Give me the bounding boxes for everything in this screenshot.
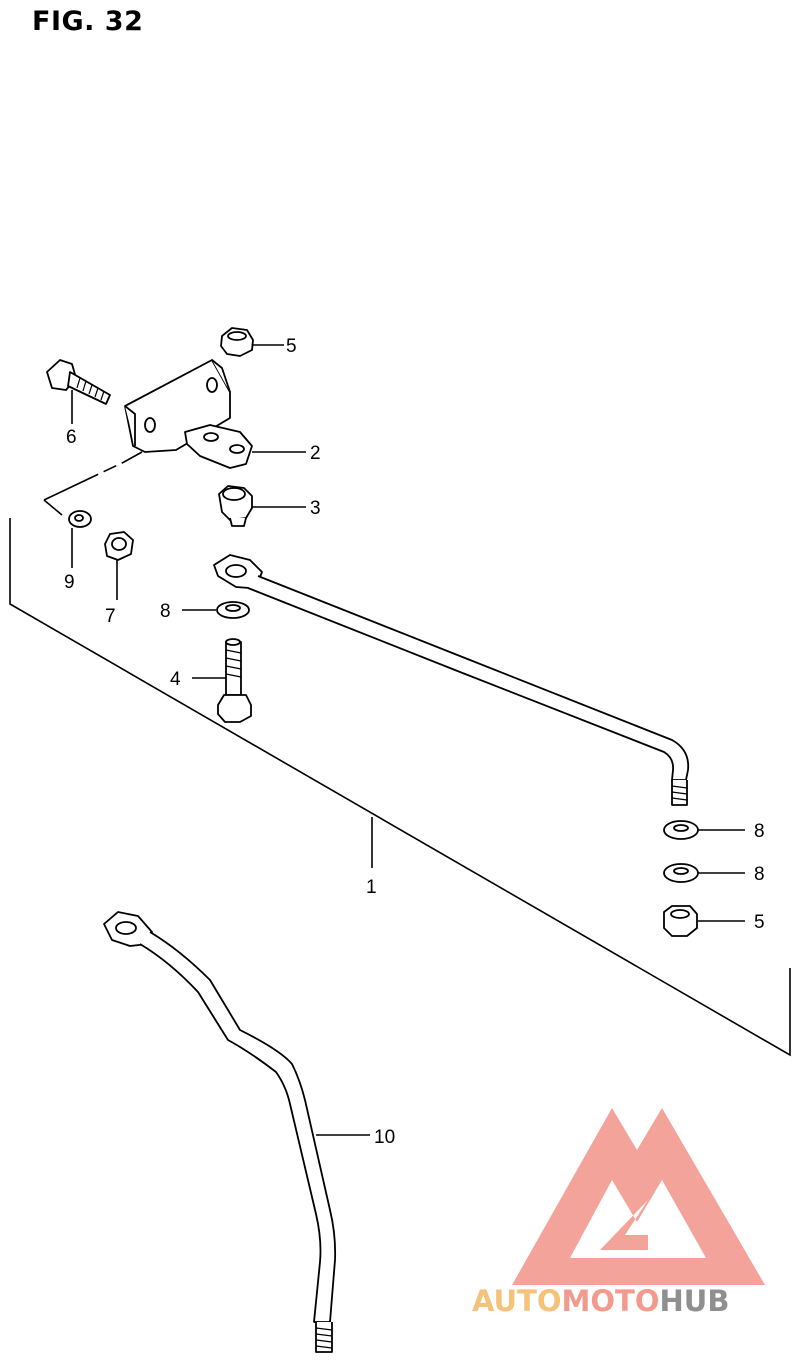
nut-bottom-part (663, 905, 698, 937)
label-part-9: 9 (64, 572, 75, 593)
leader-lines (71, 344, 745, 1136)
washer-8-right-top-part (663, 820, 699, 840)
watermark-moto: MOTO (562, 1284, 660, 1318)
label-part-2: 2 (310, 443, 321, 464)
watermark-hub: HUB (660, 1284, 730, 1318)
label-part-8-left: 8 (160, 601, 171, 622)
label-part-8-right-top: 8 (754, 821, 765, 842)
washer-8-right-bottom-part (663, 863, 699, 883)
label-part-7: 7 (105, 606, 116, 627)
label-part-5-top: 5 (286, 336, 297, 357)
label-part-4: 4 (170, 669, 181, 690)
washer-9-part (68, 510, 92, 528)
rod-10-part (103, 911, 337, 1353)
watermark-auto: AUTO (472, 1284, 562, 1318)
washer-8-left-part (216, 601, 250, 619)
bolt-4-part (217, 638, 252, 723)
shift-rod-part (213, 554, 690, 806)
watermark-logo-icon (512, 1108, 765, 1285)
assembly-outline (9, 518, 791, 1057)
label-part-6: 6 (66, 427, 77, 448)
label-part-8-right-bottom: 8 (754, 864, 765, 885)
label-part-10: 10 (374, 1127, 395, 1148)
collar-part (218, 485, 253, 527)
nut-7-part (104, 531, 134, 561)
bracket-part (124, 359, 253, 469)
label-part-5-bottom: 5 (754, 912, 765, 933)
nut-top-part (220, 327, 254, 357)
label-part-1: 1 (366, 877, 377, 898)
bolt-6-part (46, 359, 111, 405)
label-part-3: 3 (310, 498, 321, 519)
watermark-text: AUTOMOTOHUB (472, 1284, 729, 1318)
figure-title: FIG. 32 (32, 6, 144, 37)
